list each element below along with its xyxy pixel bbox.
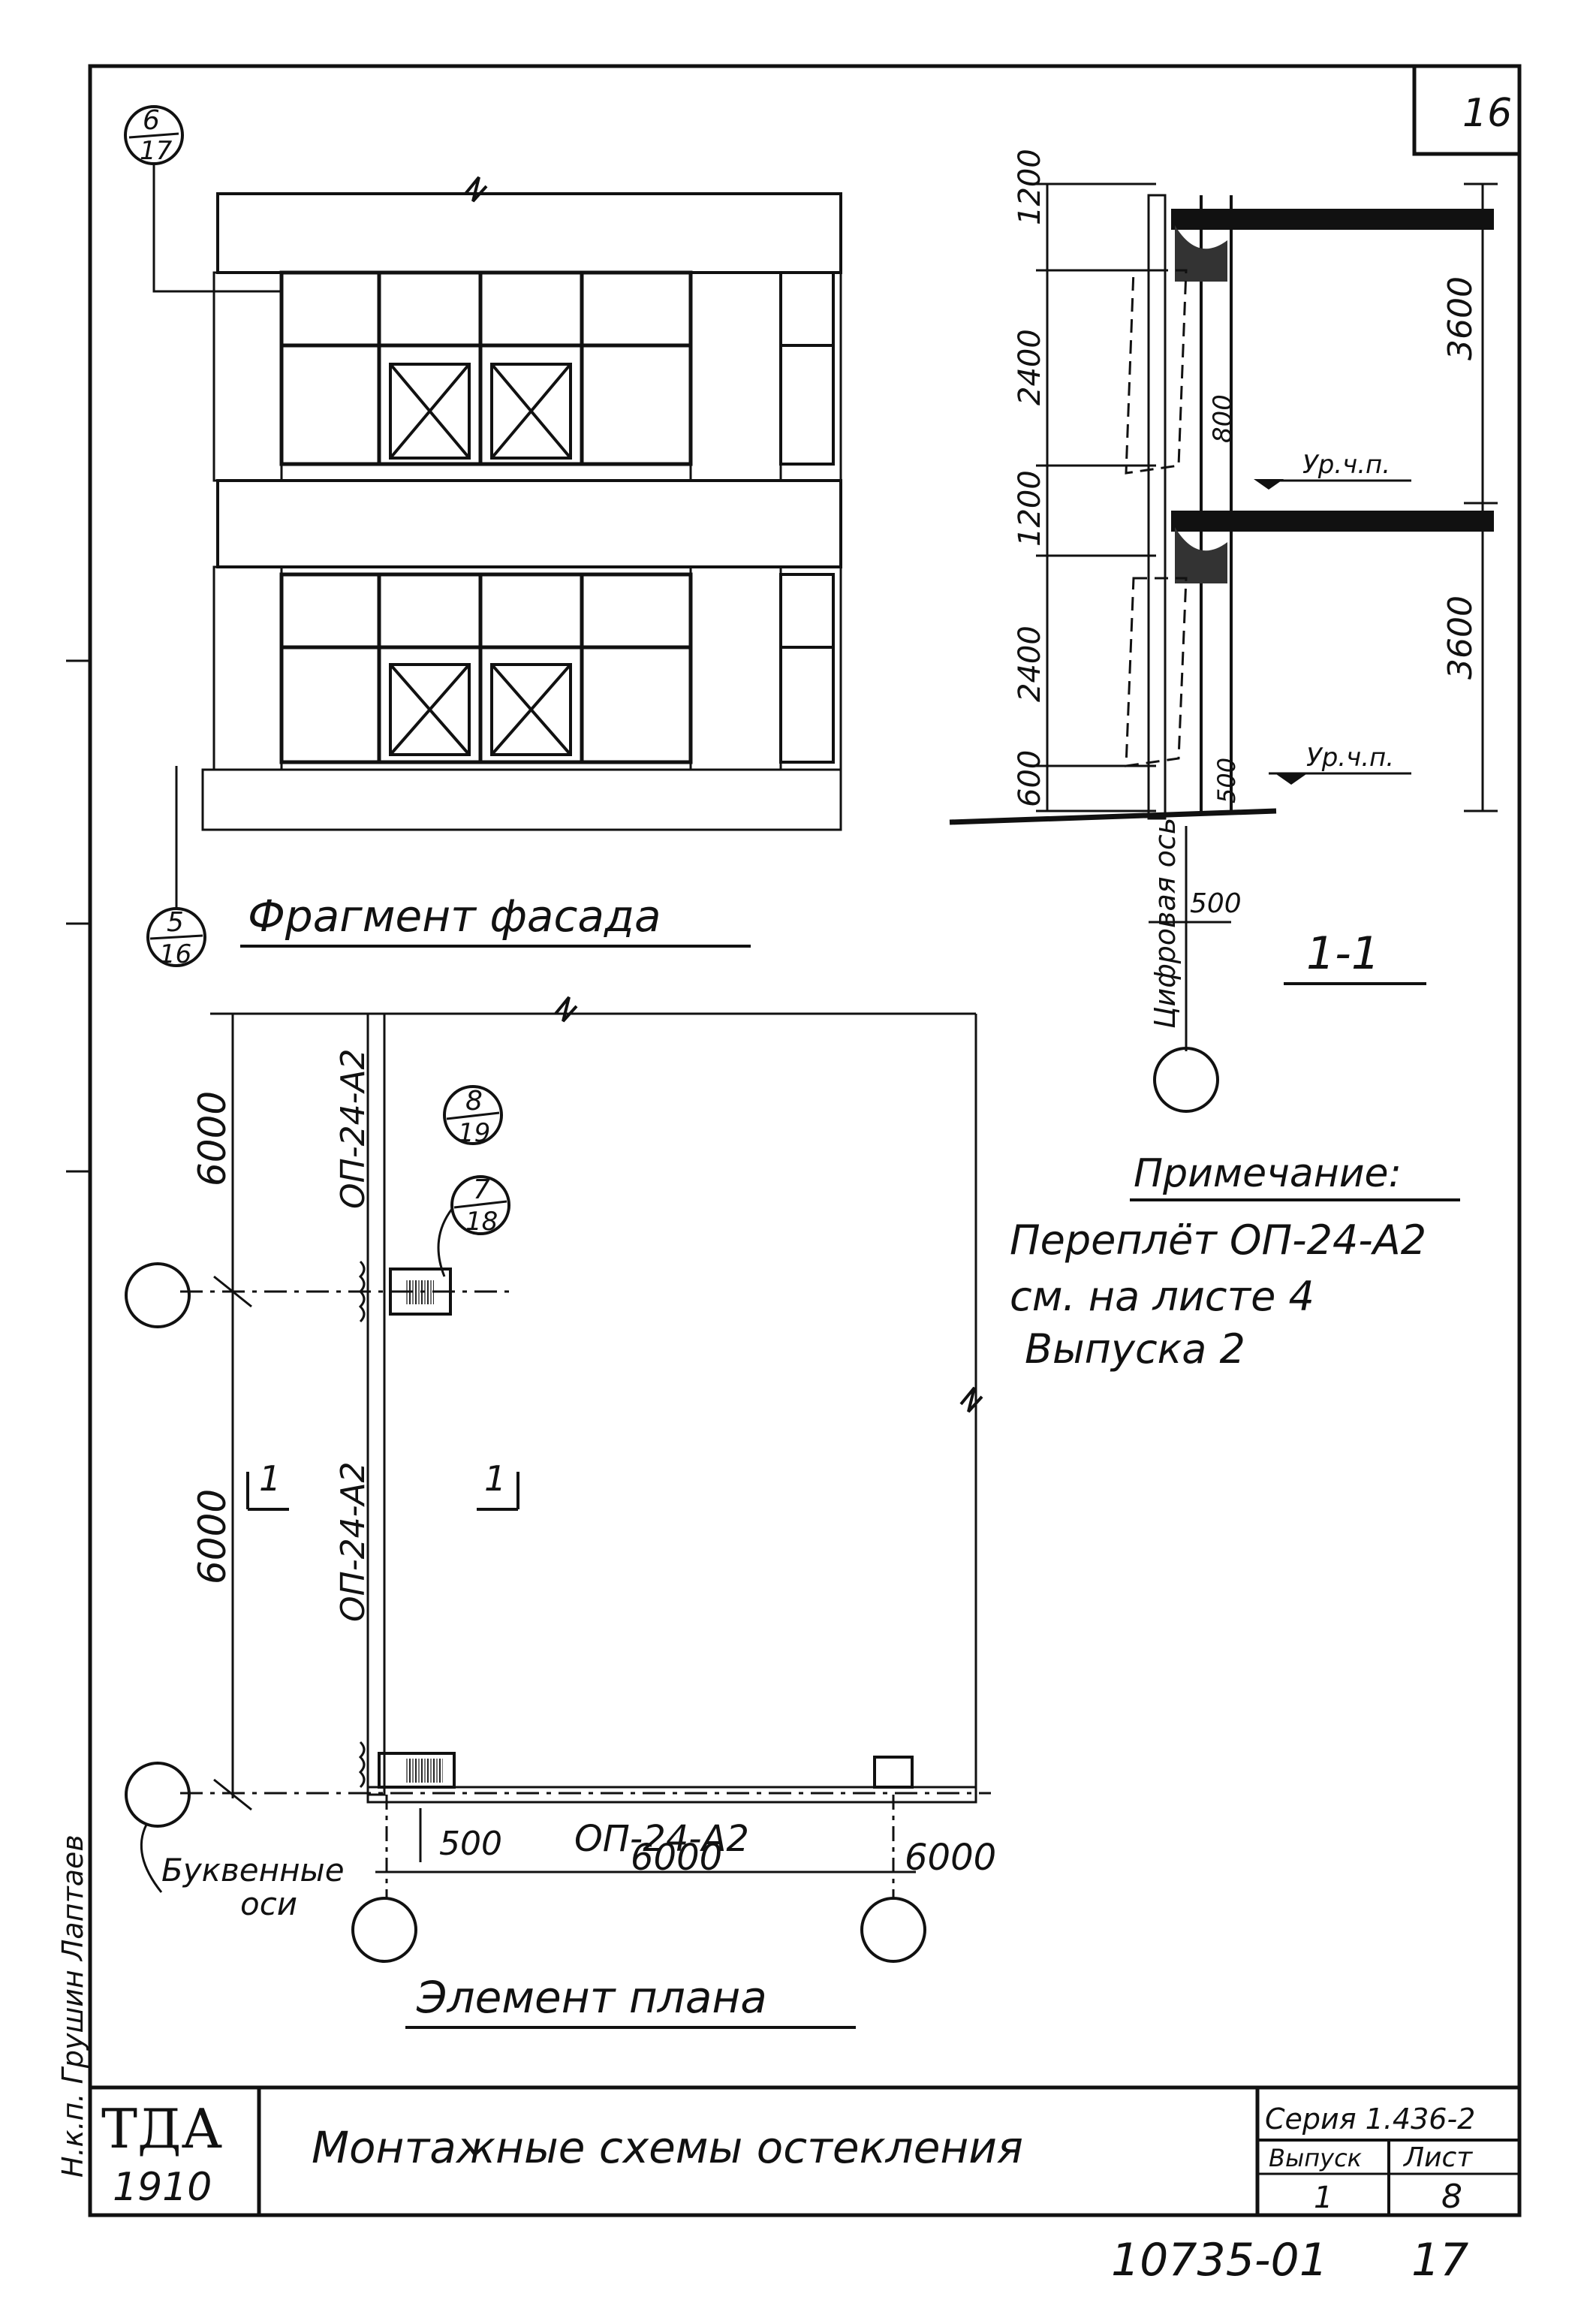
plan-dim-500: 500 <box>439 1825 502 1863</box>
svg-text:2400: 2400 <box>1013 329 1047 405</box>
svg-text:Ур.ч.п.: Ур.ч.п. <box>1306 743 1394 773</box>
section-title: 1-1 <box>1306 927 1380 980</box>
section-axis-label: Цифровая ось <box>1149 818 1182 1029</box>
plan-column-3 <box>873 1756 914 1789</box>
svg-text:1: 1 <box>259 1458 281 1499</box>
svg-text:7: 7 <box>473 1174 490 1205</box>
svg-text:1200: 1200 <box>1013 149 1047 225</box>
note-heading: Примечание: <box>1134 1151 1402 1196</box>
facade-plinth <box>201 768 842 831</box>
facade-window-lower <box>279 572 693 764</box>
plan-element: 6000 6000 ОП-24-А2 ОП-24-А2 ОП-24-А2 1 1… <box>125 996 996 2029</box>
plan-section-mark-left: 1 <box>246 1458 289 1511</box>
svg-text:8: 8 <box>465 1086 483 1117</box>
plan-dim-6000-right: 6000 <box>905 1837 996 1879</box>
svg-text:800: 800 <box>1208 394 1238 443</box>
title-block-issue-value: 1 <box>1314 2181 1333 2215</box>
svg-text:5: 5 <box>167 907 184 938</box>
svg-text:19: 19 <box>458 1118 490 1148</box>
plan-frame-label-mid: ОП-24-А2 <box>334 1461 372 1622</box>
facade-title: Фрагмент фасада <box>248 891 661 942</box>
facade-fragment: 6 17 5 16 Фрагмент фасада <box>124 105 842 969</box>
svg-text:500: 500 <box>1212 758 1241 803</box>
level-mark-upper: Ур.ч.п. <box>1254 450 1411 490</box>
svg-text:6: 6 <box>143 105 160 136</box>
plan-frame-label-bottom: ОП-24-А2 <box>574 1818 749 1860</box>
svg-text:600: 600 <box>1013 750 1047 807</box>
note-line-2: см. на листе 4 <box>1010 1273 1314 1320</box>
svg-text:1200: 1200 <box>1013 470 1047 547</box>
note-line-1: Переплёт ОП-24-А2 <box>1010 1216 1426 1264</box>
svg-text:Ур.ч.п.: Ур.ч.п. <box>1302 450 1390 480</box>
archive-code: 10735-01 <box>1111 2234 1328 2286</box>
facade-callout-bottom: 5 16 <box>146 766 206 969</box>
title-block-issue-label: Выпуск <box>1269 2144 1363 2172</box>
title-block-year: 1910 <box>113 2165 212 2210</box>
title-block-sheet-value: 8 <box>1441 2178 1462 2216</box>
facade-pier-left-upper <box>212 271 283 482</box>
section-1-1: 1200 2400 1200 2400 600 3600 3600 800 50… <box>949 149 1498 1113</box>
facade-pier-right-upper <box>689 271 782 482</box>
title-block-sheet-label: Лист <box>1402 2142 1473 2173</box>
facade-pier-left-lower <box>212 565 283 771</box>
section-slab-mid <box>1171 511 1494 532</box>
title-block-org: ТДА <box>101 2097 222 2160</box>
plan-letter-axes-label-2: оси <box>240 1885 297 1922</box>
section-slab-top <box>1171 209 1494 230</box>
title-block: ТДА 1910 Монтажные схемы остекления Сери… <box>90 2085 1519 2216</box>
section-wall <box>1147 194 1167 820</box>
plan-wall-bottom <box>366 1786 977 1804</box>
plan-column-2 <box>378 1752 456 1789</box>
plan-section-mark-right: 1 <box>477 1458 519 1511</box>
facade-lintel-top <box>216 192 842 274</box>
plan-dim-6000-bottom: 6000 <box>631 1837 722 1879</box>
svg-text:2400: 2400 <box>1013 625 1047 702</box>
plan-callout-8-19: 8 19 <box>443 1085 503 1148</box>
note-block: Примечание: Переплёт ОП-24-А2 см. на лис… <box>1010 1151 1460 1373</box>
title-block-series: Серия 1.436-2 <box>1265 2103 1475 2136</box>
level-mark-lower: Ур.ч.п. <box>1269 743 1411 785</box>
plan-title: Элемент плана <box>416 1972 767 2023</box>
facade-lintel-mid <box>216 479 842 568</box>
facade-window-upper <box>279 270 693 466</box>
svg-text:17: 17 <box>140 136 173 166</box>
svg-text:3600: 3600 <box>1441 276 1480 360</box>
facade-pier-right-lower <box>689 565 782 771</box>
svg-text:18: 18 <box>465 1207 498 1237</box>
facade-callout-top: 6 17 <box>124 105 282 293</box>
page-number: 17 <box>1411 2234 1468 2286</box>
plan-letter-axes-label-1: Буквенные <box>161 1852 345 1889</box>
plan-dim-6000-mid: 6000 <box>191 1489 234 1584</box>
title-block-title: Монтажные схемы остекления <box>312 2122 1023 2173</box>
sheet-corner-box: 16 <box>1412 66 1519 156</box>
svg-text:500: 500 <box>1190 888 1242 919</box>
plan-callout-7-18: 7 18 <box>437 1174 510 1277</box>
side-stamp: Н.к.п. Грушин Лаптаев <box>56 1834 89 2178</box>
section-axis-bubble <box>1153 1047 1219 1113</box>
svg-text:16: 16 <box>159 939 191 969</box>
sheet-corner-number: 16 <box>1462 91 1512 136</box>
sheet-frame <box>88 64 1522 2217</box>
plan-frame-label-top: ОП-24-А2 <box>334 1048 372 1209</box>
svg-text:1: 1 <box>484 1458 506 1499</box>
plan-dim-6000-top: 6000 <box>191 1091 234 1186</box>
plan-axis-bubble-left <box>351 1897 417 1963</box>
plan-axis-bubble-lower <box>125 1762 191 1828</box>
plan-axis-bubble-right <box>860 1897 926 1963</box>
plan-wall-left <box>366 1012 386 1796</box>
plan-axis-bubble-upper <box>125 1262 191 1328</box>
svg-text:3600: 3600 <box>1441 595 1480 680</box>
note-line-3: Выпуска 2 <box>1025 1325 1245 1373</box>
